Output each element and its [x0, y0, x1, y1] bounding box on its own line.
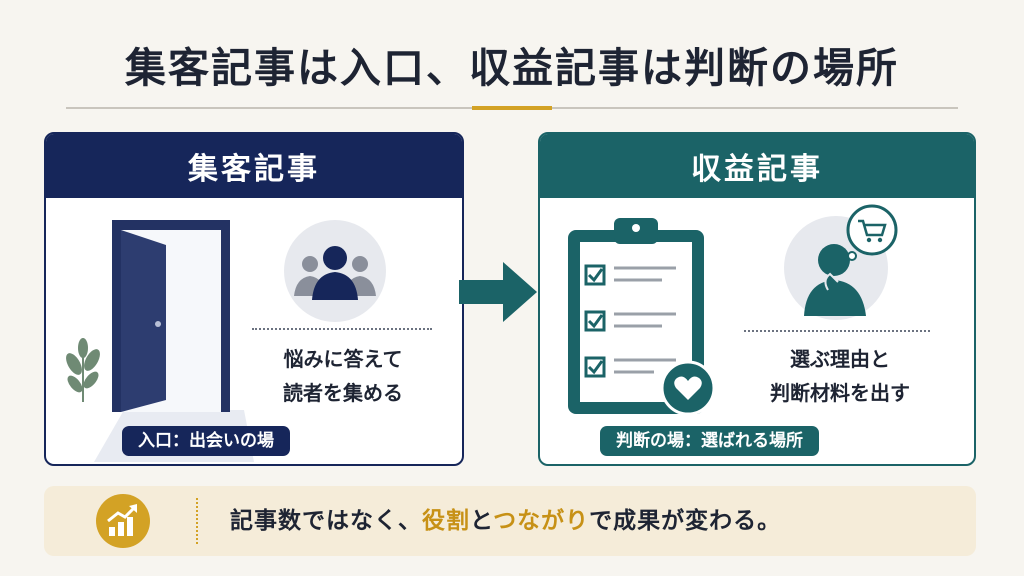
acquisition-role-pill: 入口：出会いの場	[122, 426, 290, 456]
title-divider-accent	[472, 106, 552, 110]
acquisition-article-card: 集客記事 悩みに答えて 読者を集める 入口：出会いの場	[44, 132, 464, 466]
revenue-divider	[744, 330, 930, 332]
people-group-icon	[284, 220, 386, 322]
revenue-role-pill: 判断の場：選ばれる場所	[600, 426, 819, 456]
acquisition-divider	[252, 328, 432, 330]
revenue-description-line2: 判断材料を出す	[770, 381, 910, 405]
summary-text: 記事数ではなく、役割とつながりで成果が変わる。	[230, 486, 781, 556]
open-door-icon	[94, 220, 254, 462]
summary-text-after: で成果が変わる。	[589, 508, 782, 534]
banner-divider	[196, 498, 198, 544]
acquisition-description: 悩みに答えて 読者を集める	[238, 342, 448, 410]
arrow-right-icon	[459, 262, 537, 322]
page-title: 集客記事は入口、収益記事は判断の場所	[125, 44, 899, 92]
revenue-description: 選ぶ理由と 判断材料を出す	[730, 342, 950, 410]
revenue-article-card: 収益記事 選ぶ理由と 判断材料を出す 判	[538, 132, 976, 466]
revenue-description-line1: 選ぶ理由と	[790, 347, 890, 371]
acquisition-description-line2: 読者を集める	[283, 381, 403, 405]
revenue-card-heading: 収益記事	[540, 134, 974, 198]
acquisition-description-line1: 悩みに答えて	[283, 347, 403, 371]
plant-icon	[66, 338, 100, 402]
summary-text-mid: と	[470, 508, 494, 534]
summary-highlight-role: 役割	[422, 508, 470, 534]
growth-chart-icon	[96, 494, 150, 548]
shopping-cart-icon	[846, 204, 898, 261]
acquisition-card-heading: 集客記事	[46, 134, 462, 198]
heart-icon	[660, 360, 716, 416]
summary-highlight-connection: つながり	[493, 508, 590, 534]
summary-banner: 記事数ではなく、役割とつながりで成果が変わる。	[44, 486, 976, 556]
summary-text-before: 記事数ではなく、	[230, 508, 422, 534]
